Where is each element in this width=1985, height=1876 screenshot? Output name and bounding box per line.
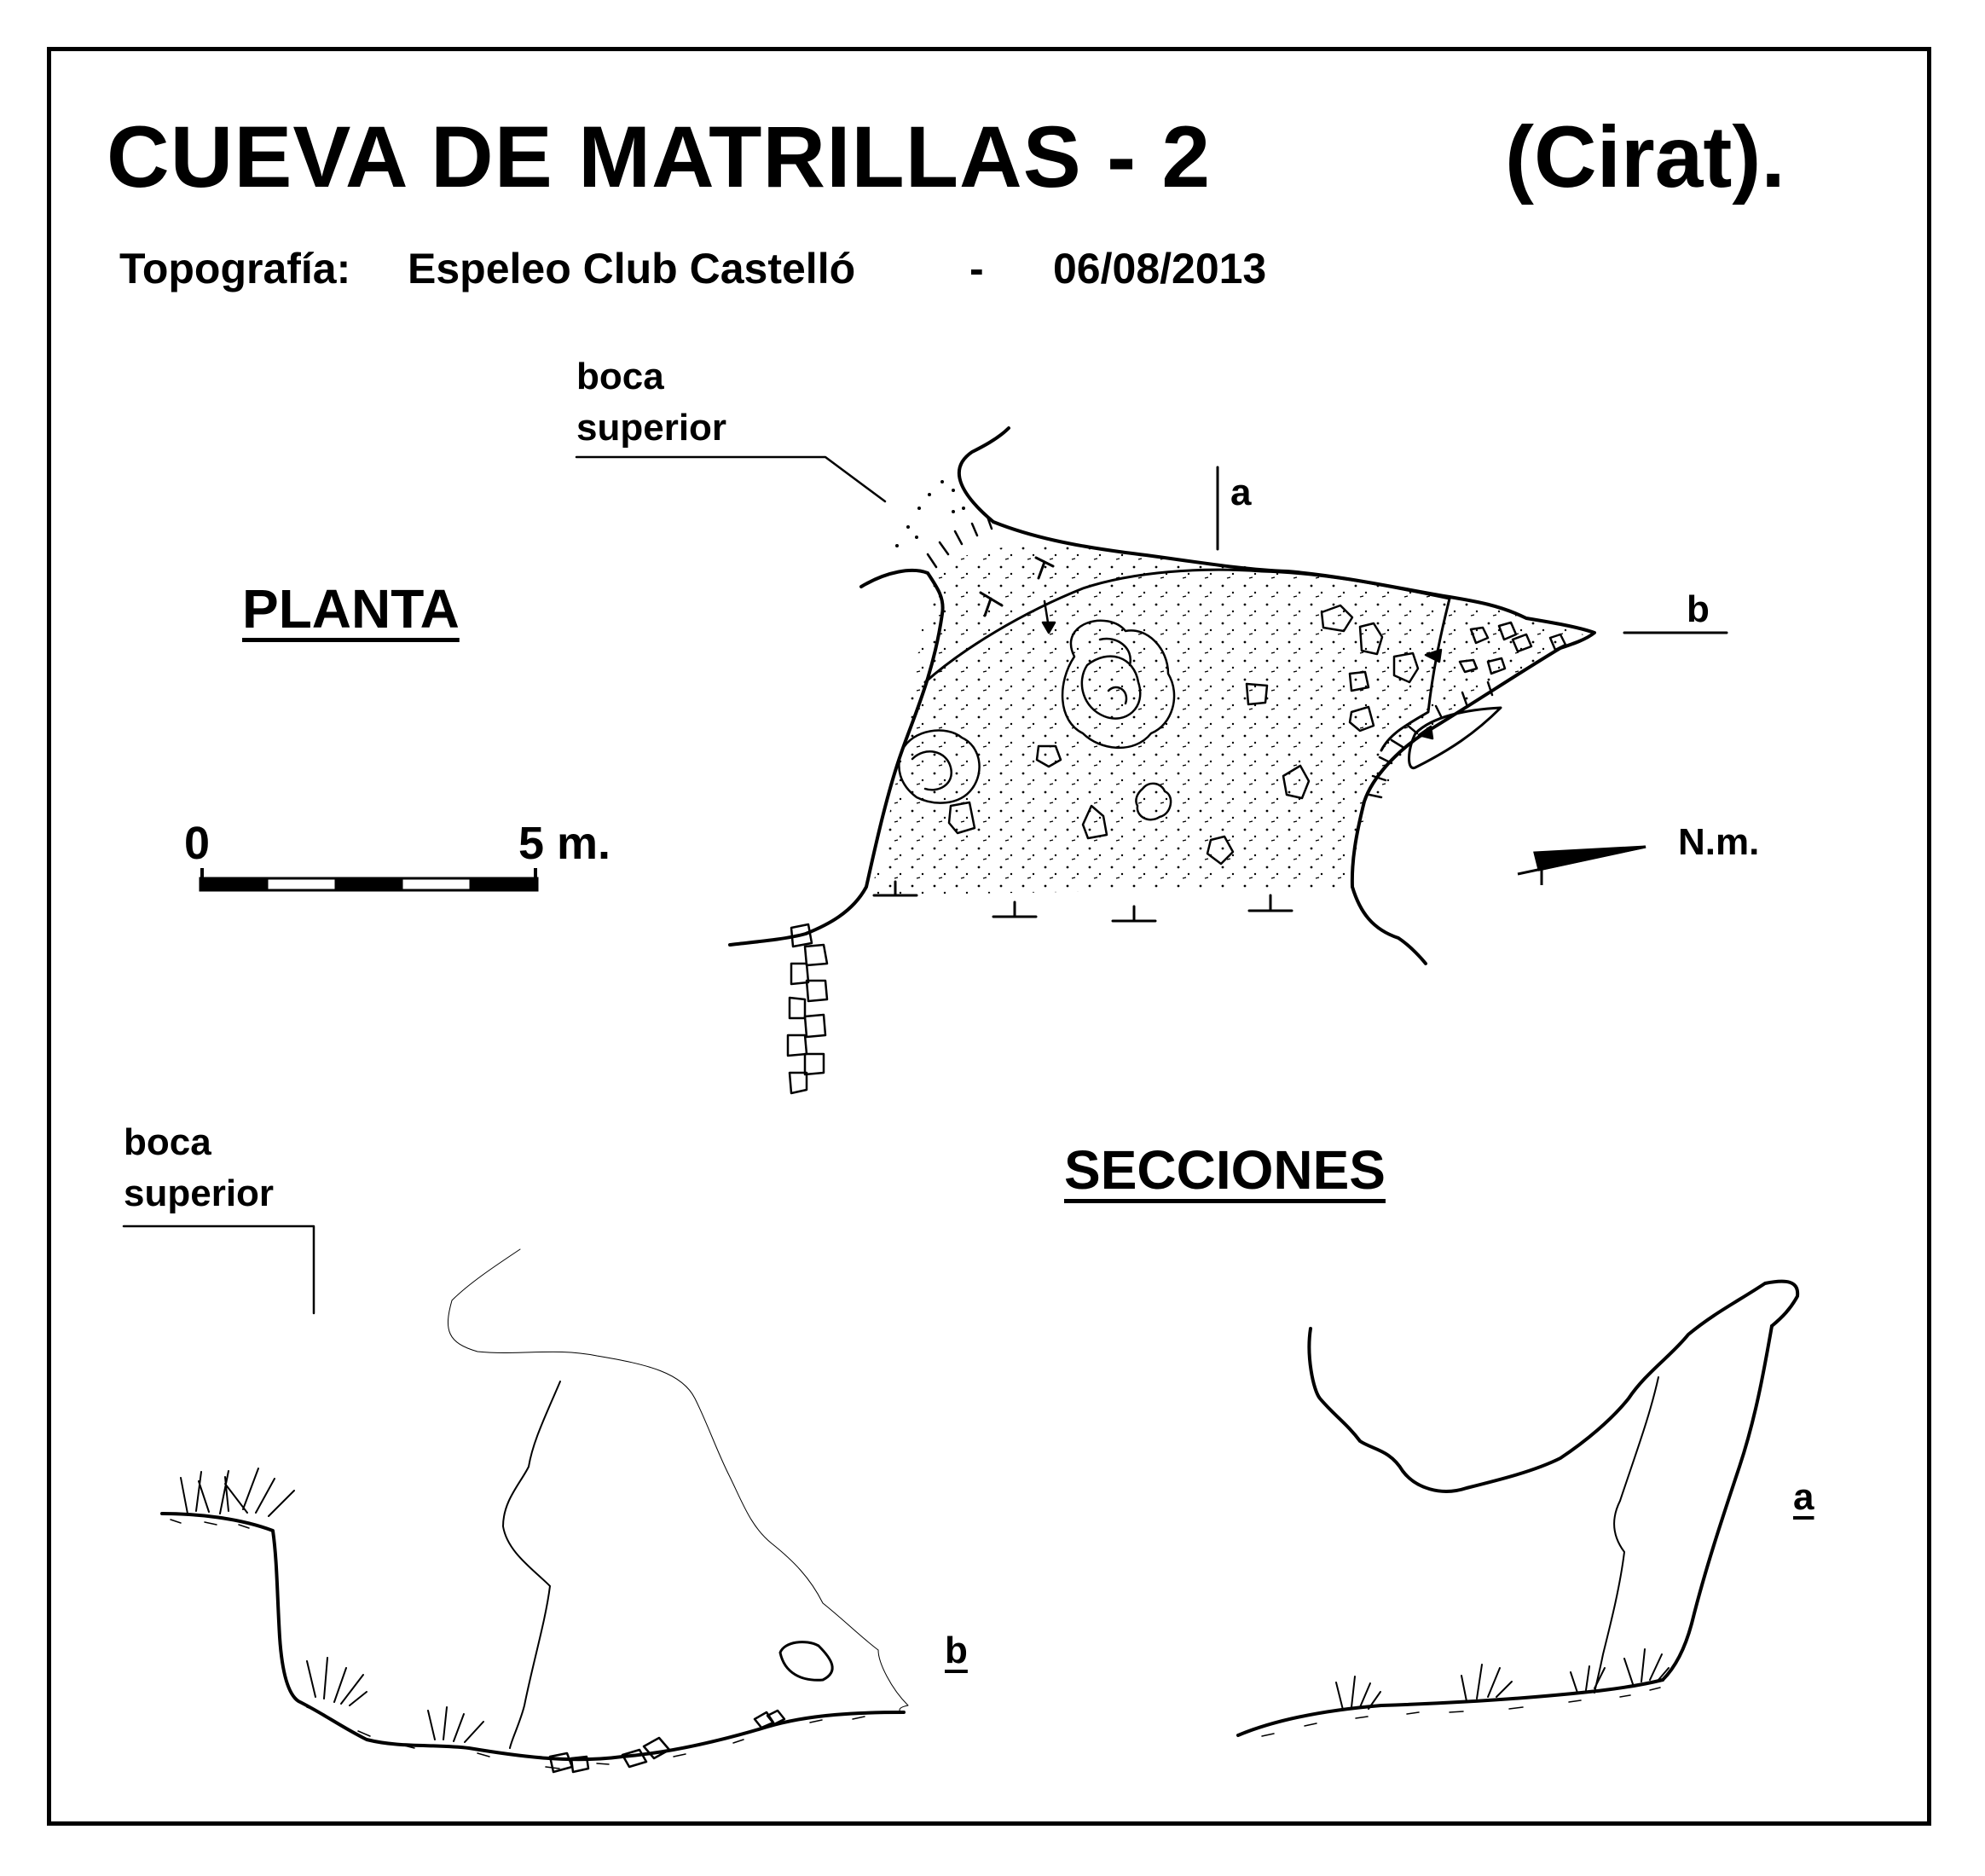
section-a-wall bbox=[1661, 1324, 1774, 1682]
north-arrow bbox=[1517, 845, 1646, 885]
section-a-label: a bbox=[1793, 1476, 1814, 1518]
section-b-vegetation bbox=[180, 1468, 484, 1743]
plan-entrance-rock bbox=[957, 426, 1010, 524]
section-b-label: b bbox=[945, 1630, 968, 1671]
plan-stone-wall bbox=[786, 923, 829, 1095]
scale-bar bbox=[199, 868, 539, 892]
survey-date: 06/08/2013 bbox=[1053, 245, 1267, 292]
section-b-floor bbox=[160, 1512, 906, 1762]
section-a-drawing bbox=[1236, 1279, 1800, 1737]
section-b-ground-speckle bbox=[170, 1519, 865, 1769]
scale-start-label: 0 bbox=[184, 818, 211, 869]
section-b-boulder bbox=[778, 1641, 834, 1682]
plan-drawing bbox=[575, 426, 1728, 1095]
section-b-roof bbox=[447, 1248, 909, 1713]
plan-boulder-clusters bbox=[898, 619, 1176, 821]
plan-t-marks bbox=[872, 556, 1293, 923]
scale-end-label: 5 m. bbox=[518, 818, 611, 869]
map-title: CUEVA DE MATRILLAS - 2 bbox=[107, 108, 1212, 206]
plan-entrance-label-line2: superior bbox=[576, 407, 727, 449]
section-entrance-label-line2: superior bbox=[124, 1172, 275, 1214]
section-a-ground-speckle bbox=[1261, 1687, 1661, 1737]
section-entrance-label-line1: boca bbox=[124, 1121, 211, 1163]
section-b-rock-face bbox=[502, 1381, 561, 1749]
plan-flow-arrows bbox=[1041, 599, 1443, 740]
sections-heading: SECCIONES bbox=[1064, 1139, 1386, 1201]
plan-blocks bbox=[947, 604, 1567, 866]
club-name: Espeleo Club Castelló bbox=[408, 245, 856, 292]
plan-hachures bbox=[926, 515, 1494, 799]
plan-entrance-label-line1: boca bbox=[576, 356, 664, 397]
plan-entrance-pointer bbox=[575, 455, 887, 503]
section-b-floor-blocks bbox=[548, 1709, 786, 1774]
plan-section-a-label: a bbox=[1230, 472, 1252, 513]
north-label: N.m. bbox=[1678, 821, 1760, 863]
plan-section-b-label: b bbox=[1687, 588, 1710, 630]
header-separator: - bbox=[969, 245, 984, 292]
map-frame bbox=[47, 47, 1931, 1826]
map-location: (Cirat). bbox=[1505, 108, 1785, 206]
section-a-vegetation bbox=[1335, 1648, 1670, 1711]
section-a-floor bbox=[1236, 1678, 1664, 1737]
section-entrance-pointer bbox=[122, 1225, 315, 1315]
section-a-rock-face bbox=[1594, 1376, 1659, 1694]
topography-label: Topografía: bbox=[119, 245, 351, 292]
section-a-roof bbox=[1307, 1279, 1800, 1493]
plan-entrance-speckle bbox=[895, 480, 965, 547]
plan-heading: PLANTA bbox=[242, 578, 460, 640]
section-b-drawing bbox=[122, 1225, 909, 1774]
